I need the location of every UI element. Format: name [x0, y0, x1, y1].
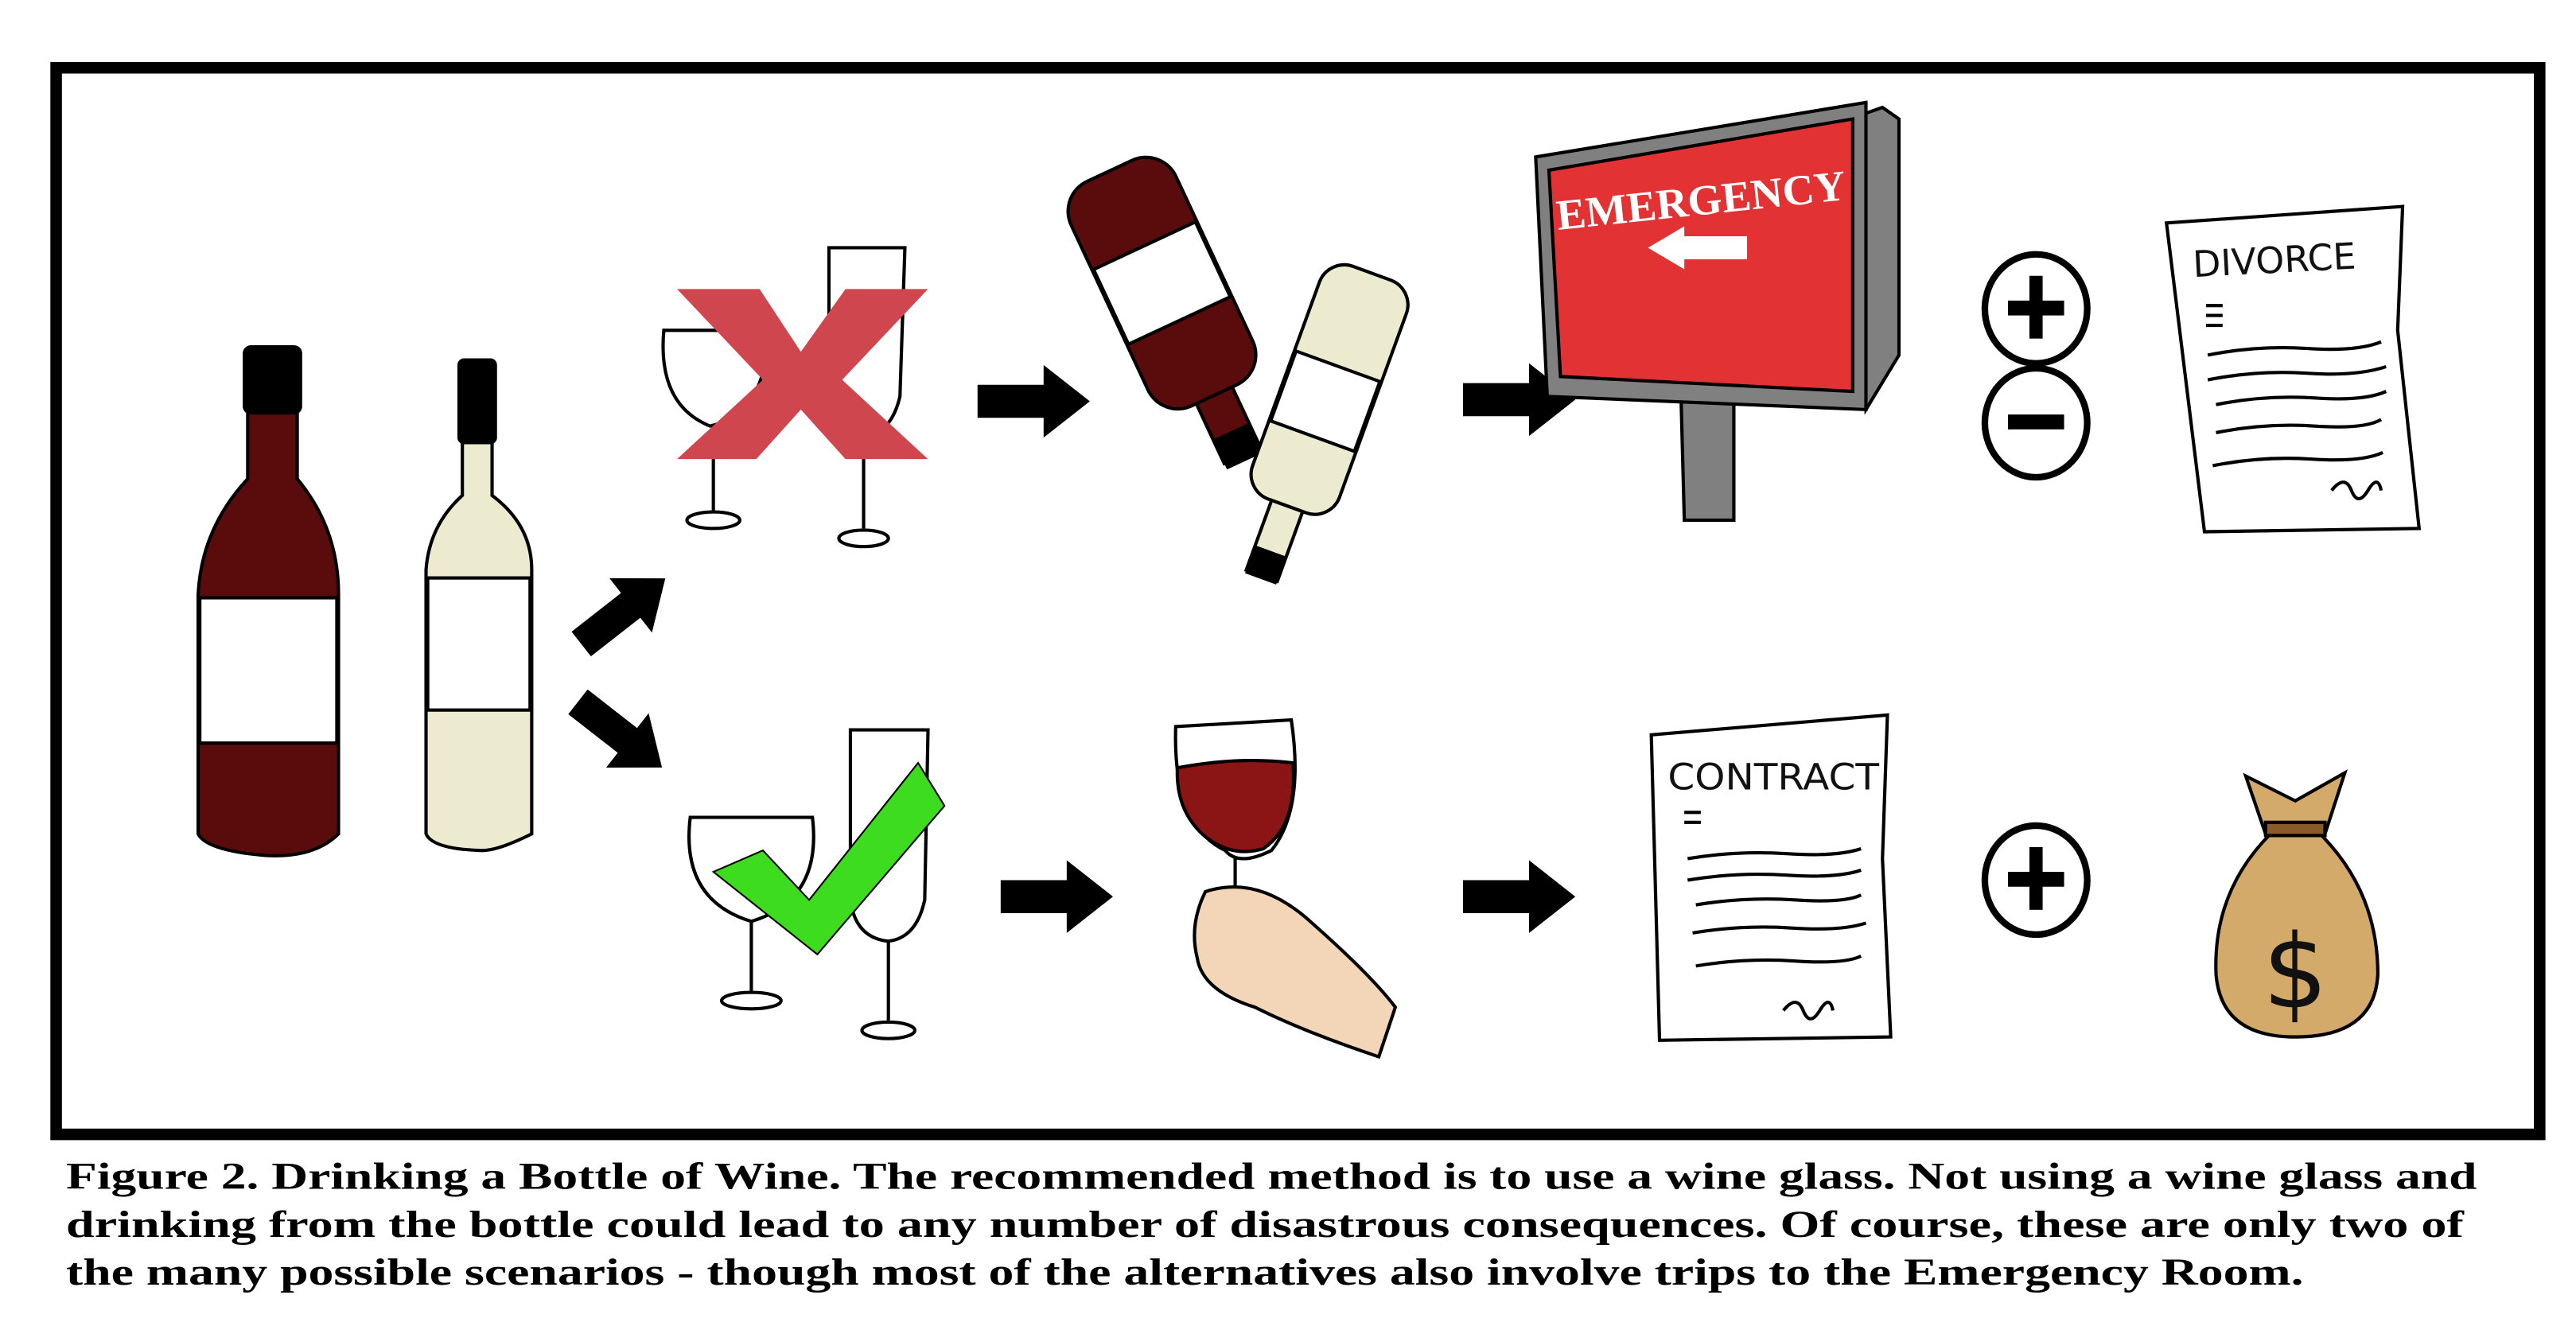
- emergency-sign: EMERGENCY: [1534, 100, 1901, 523]
- spilled-red-bottle: [1066, 155, 1263, 470]
- minus-icon: [1981, 364, 2091, 481]
- spilled-white-bottle: [1243, 262, 1410, 585]
- caption-line-2: drinking from the bottle could lead to a…: [66, 1204, 2465, 1246]
- divorce-document: DIVORCE: [2164, 204, 2422, 534]
- red-x-icon: [677, 289, 928, 460]
- money-bag-icon: $: [2214, 769, 2379, 1039]
- white-wine-bottle: [424, 358, 534, 853]
- caption-line-3: the many possible scenarios - though mos…: [66, 1251, 2303, 1293]
- money-bag-symbol: $: [2263, 913, 2328, 1032]
- contract-document: CONTRACT: [1649, 713, 1893, 1042]
- plus-icon: [1981, 822, 2091, 939]
- divorce-title: DIVORCE: [2192, 235, 2357, 286]
- green-checkmark-icon: [711, 761, 946, 956]
- caption-line-1: Figure 2. Drinking a Bottle of Wine. The…: [66, 1156, 2477, 1198]
- arrow-left-icon: [1648, 226, 1748, 270]
- contract-title: CONTRACT: [1667, 756, 1880, 798]
- plus-icon: [1981, 251, 2091, 367]
- red-wine-bottle: [197, 344, 340, 857]
- figure-caption: Figure 2. Drinking a Bottle of Wine. The…: [66, 1156, 2477, 1293]
- hand-holding-wine-glass: [1173, 717, 1398, 1060]
